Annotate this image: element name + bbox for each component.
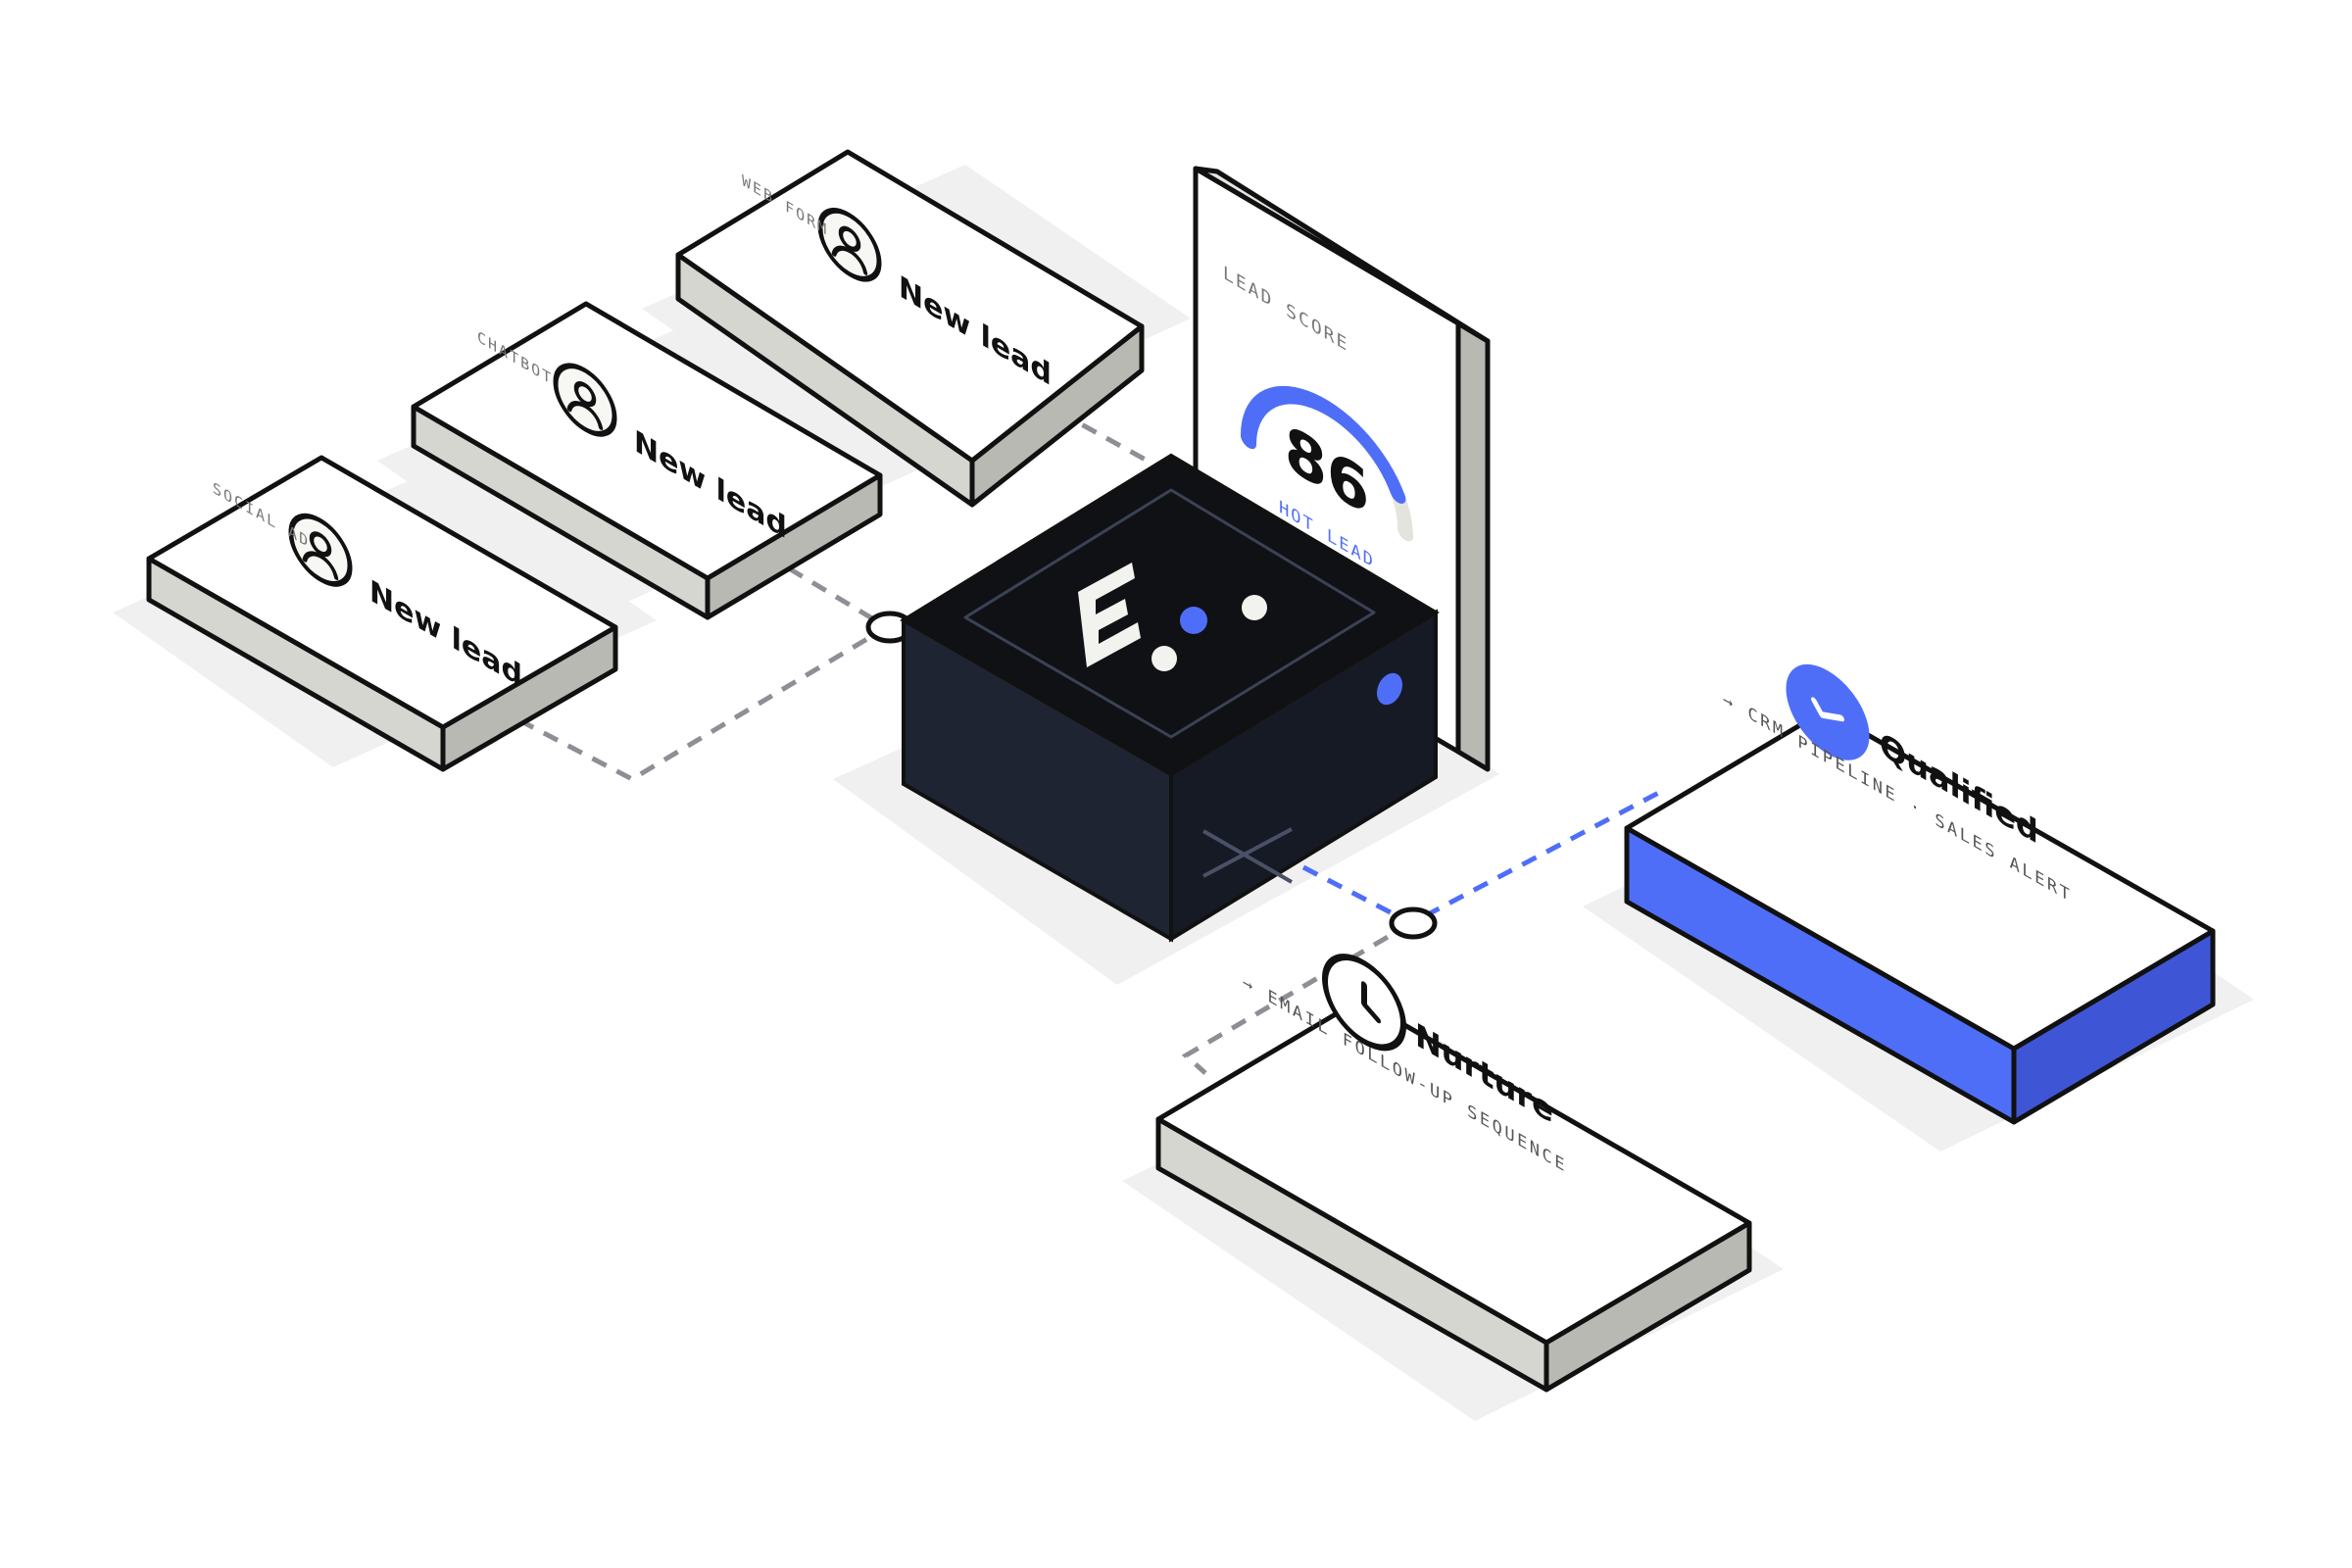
clock-icon bbox=[1322, 954, 1406, 1052]
user-icon bbox=[817, 207, 882, 282]
hub-slot-line bbox=[1202, 827, 1293, 878]
E-dots-logo bbox=[1078, 563, 1267, 671]
qualified-card bbox=[1624, 708, 2216, 1125]
lead-card-chatbot bbox=[411, 301, 883, 620]
nurture-card bbox=[1155, 997, 1752, 1393]
user-icon bbox=[553, 363, 617, 437]
hub-slot bbox=[1201, 829, 1294, 884]
connector-node-output bbox=[1389, 906, 1438, 940]
hub-box bbox=[900, 453, 1440, 943]
connector-social-ad bbox=[517, 624, 889, 782]
connector-chatbot bbox=[787, 565, 889, 630]
user-icon bbox=[288, 513, 353, 587]
connector-web-form bbox=[1056, 409, 1163, 471]
score-gauge-fill bbox=[1241, 385, 1406, 504]
lead-card-web-form bbox=[675, 149, 1145, 508]
check-icon bbox=[1786, 663, 1870, 760]
hub-top-inset bbox=[963, 488, 1376, 739]
led-icon bbox=[1376, 672, 1403, 706]
lead-card-social-ad bbox=[146, 455, 618, 772]
